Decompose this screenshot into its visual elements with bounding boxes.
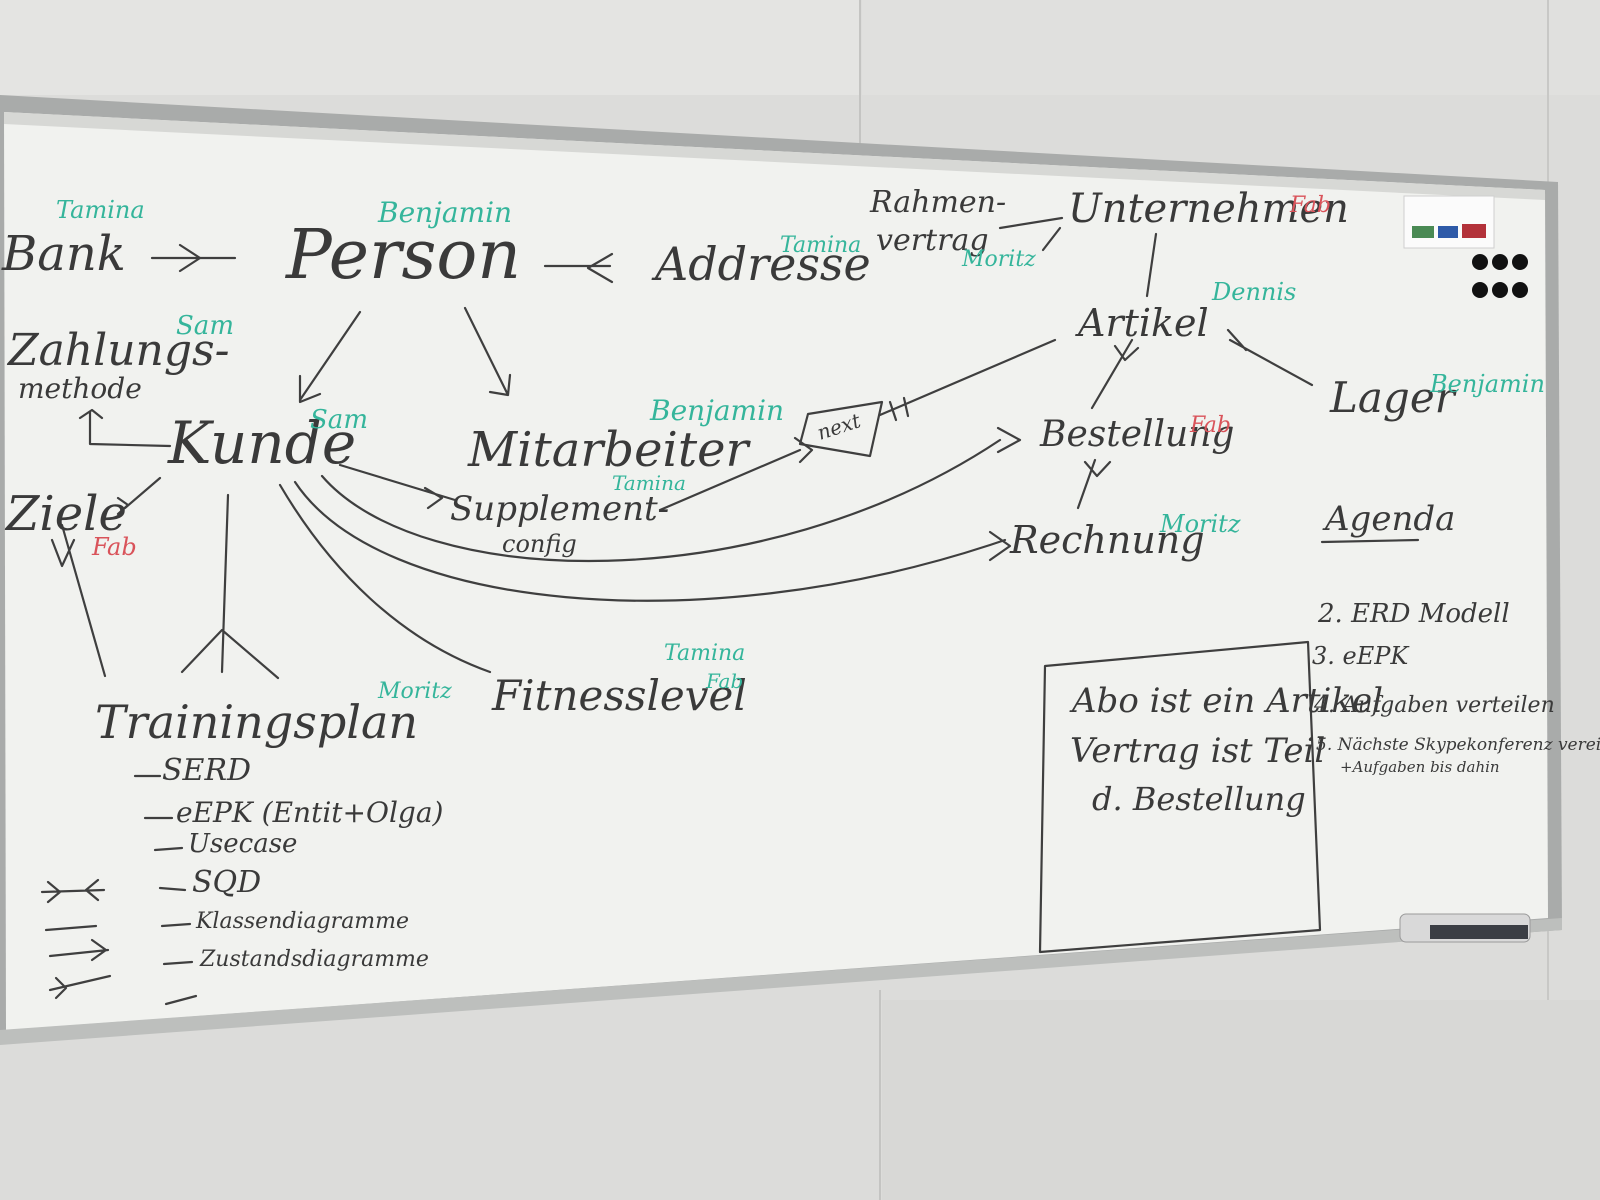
assignee-fitnesslevel-2: Fab xyxy=(705,669,743,693)
deliverable-item: SERD xyxy=(162,753,251,788)
agenda: Agenda 2. ERD Modell 3. eEPK 4. Aufgaben… xyxy=(1312,499,1600,776)
note-box: Abo ist ein Artikel Vertrag ist Teil d. … xyxy=(1038,640,1383,954)
agenda-item: 4. Aufgaben verteilen xyxy=(1313,693,1555,718)
agenda-item: +Aufgaben bis dahin xyxy=(1340,758,1500,776)
agenda-item: 2. ERD Modell xyxy=(1317,599,1510,629)
entity-lager: Lager xyxy=(1329,373,1458,422)
assignee-rechnung: Moritz xyxy=(1159,510,1241,538)
marker-legend-sticker xyxy=(1403,195,1495,249)
deliverable-item: eEPK (Entit+Olga) xyxy=(176,796,443,829)
agenda-item: 5. Nächste Skypekonferenz vereinbaren xyxy=(1316,735,1600,755)
assignee-supplement: Tamina xyxy=(612,471,686,495)
note-line: Abo ist ein Artikel xyxy=(1069,681,1383,721)
agenda-title: Agenda xyxy=(1322,499,1455,539)
entity-bank: Bank xyxy=(1,226,126,282)
entity-unternehmen: Unternehmen xyxy=(1068,186,1349,232)
entity-kunde: Kunde xyxy=(167,409,356,477)
entity-labels: Bank Person Addresse Rahmen- vertrag Unt… xyxy=(1,185,1458,749)
entity-fitnesslevel: Fitnesslevel xyxy=(491,671,747,720)
deliverable-item: Zustandsdiagramme xyxy=(199,947,429,972)
assignee-mitarbeiter: Benjamin xyxy=(649,394,784,427)
note-line: d. Bestellung xyxy=(1092,780,1306,818)
deliverable-item: Usecase xyxy=(188,829,297,859)
assignee-fitnesslevel-1: Tamina xyxy=(664,641,745,666)
entity-zahlungsmethode-line2: methode xyxy=(18,372,142,405)
entity-ziele: Ziele xyxy=(4,486,127,542)
entity-artikel: Artikel xyxy=(1075,301,1209,345)
assignee-unternehmen: Fab xyxy=(1289,193,1331,218)
assignee-person: Benjamin xyxy=(377,196,512,229)
assignee-lager: Benjamin xyxy=(1429,370,1545,398)
eraser[interactable] xyxy=(1399,913,1531,943)
deliverable-item: SQD xyxy=(192,865,261,900)
assignee-ziele: Fab xyxy=(91,533,137,561)
entity-supplement-line2: config xyxy=(502,530,577,558)
assignee-bestellung: Fab xyxy=(1189,413,1231,438)
entity-person: Person xyxy=(284,216,521,295)
magnets xyxy=(1472,254,1528,298)
assignee-artikel: Dennis xyxy=(1211,278,1296,306)
entity-bestellung: Bestellung xyxy=(1039,414,1234,455)
note-line: Vertrag ist Teil xyxy=(1070,731,1325,771)
entity-supplement-line1: Supplement- xyxy=(450,489,669,529)
agenda-item: 3. eEPK xyxy=(1312,642,1410,670)
assignee-kunde: Sam xyxy=(310,405,368,435)
diagram-connections xyxy=(50,216,1314,680)
entity-rahmenvertrag-line1: Rahmen- xyxy=(869,185,1006,220)
entity-rechnung: Rechnung xyxy=(1009,518,1205,562)
deliverable-item: Klassendiagramme xyxy=(195,909,409,934)
assignee-zahlungsmethode: Sam xyxy=(176,311,234,341)
whiteboard xyxy=(0,95,1562,1045)
entity-zahlungsmethode-line1: Zahlungs- xyxy=(6,325,230,376)
deliverables-list: SERD eEPK (Entit+Olga) Usecase SQD Klass… xyxy=(133,753,443,1006)
entity-rahmenvertrag-line2: vertrag xyxy=(876,223,989,258)
assignee-addresse: Tamina xyxy=(780,233,861,258)
entity-trainingsplan: Trainingsplan xyxy=(95,695,418,749)
entity-mitarbeiter: Mitarbeiter xyxy=(467,422,752,478)
assignee-bank: Tamina xyxy=(56,196,145,224)
assignee-rahmenvertrag: Moritz xyxy=(961,247,1036,272)
assignee-trainingsplan: Moritz xyxy=(377,679,452,704)
entity-addresse: Addresse xyxy=(651,237,871,291)
notation-legend xyxy=(40,878,112,1000)
assignee-labels: Tamina Benjamin Tamina Moritz Fab Sam Sa… xyxy=(56,193,1545,704)
